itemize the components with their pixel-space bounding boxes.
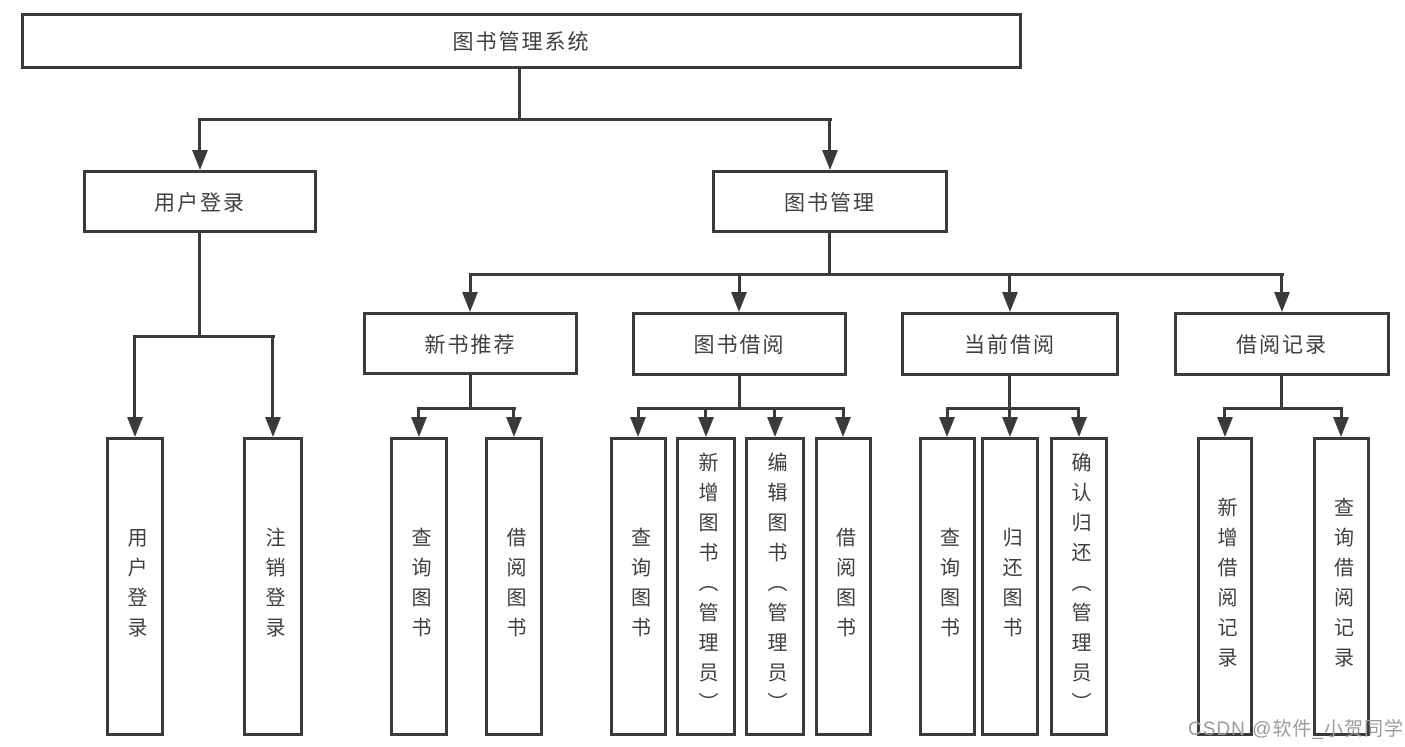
node-new-book-recommendation: 新书推荐 (363, 312, 578, 375)
leaf-user-login: 用户登录 (106, 437, 164, 736)
arrow-br-query-icon (1333, 417, 1349, 437)
arrow-bb-borrow-icon (835, 417, 851, 437)
connector-leaf-logout-drop (271, 338, 274, 417)
connector-current-borrowing-bar (946, 407, 1080, 410)
connector-current-borrowing-stem (1008, 375, 1011, 407)
arrow-nb-query-icon (411, 417, 427, 437)
arrow-leaf-user-login-icon (127, 417, 143, 437)
connector-level1-bar (198, 118, 832, 121)
leaf-br-add-record-label: 新增借阅记录 (1214, 496, 1236, 677)
connector-borrowing-records-stem (1280, 375, 1283, 407)
connector-bb-edit-drop (773, 410, 776, 417)
leaf-bb-query-books-label: 查询图书 (627, 526, 650, 647)
leaf-bb-borrow-books-label: 借阅图书 (832, 526, 855, 647)
connector-nb-borrow-drop (512, 410, 515, 417)
connector-bb-query-drop (637, 410, 640, 417)
arrow-user-login-icon (192, 150, 208, 170)
connector-cb-query-drop (946, 410, 949, 417)
arrow-cb-return-icon (1002, 417, 1018, 437)
arrow-bb-add-icon (698, 417, 714, 437)
leaf-nb-query-books-label: 查询图书 (408, 526, 430, 647)
connector-user-login-stem (198, 233, 201, 335)
arrow-book-management-icon (822, 150, 838, 170)
leaf-logout-label: 注销登录 (262, 526, 284, 647)
connector-new-book-bar (417, 407, 516, 410)
leaf-bb-edit-books-admin: 编辑图书（管理员） (745, 437, 805, 736)
arrow-borrowing-records-icon (1274, 292, 1290, 312)
leaf-nb-borrow-books: 借阅图书 (485, 437, 543, 736)
connector-cb-return-drop (1008, 410, 1011, 417)
connector-level3-bar (469, 273, 1284, 276)
connector-root-stem (518, 69, 521, 118)
connector-new-book-drop (469, 276, 472, 292)
arrow-new-book-icon (462, 292, 478, 312)
connector-book-management-drop (828, 121, 831, 152)
arrow-cb-query-icon (939, 417, 955, 437)
leaf-cb-confirm-return-admin-label: 确认归还（管理员） (1068, 451, 1090, 722)
leaf-cb-query-books-label: 查询图书 (936, 526, 959, 647)
connector-br-add-drop (1223, 410, 1226, 417)
connector-book-management-stem (828, 233, 831, 273)
node-borrowing-records: 借阅记录 (1174, 312, 1390, 376)
leaf-br-add-record: 新增借阅记录 (1197, 437, 1253, 736)
connector-bb-add-drop (704, 410, 707, 417)
leaf-bb-add-books-admin: 新增图书（管理员） (676, 437, 736, 736)
node-book-borrowing: 图书借阅 (632, 312, 847, 376)
leaf-nb-borrow-books-label: 借阅图书 (503, 526, 525, 647)
leaf-cb-query-books: 查询图书 (919, 437, 976, 736)
arrow-bb-edit-icon (767, 417, 783, 437)
leaf-bb-query-books: 查询图书 (610, 437, 667, 736)
leaf-bb-add-books-admin-label: 新增图书（管理员） (695, 451, 717, 722)
leaf-cb-return-books-label: 归还图书 (999, 526, 1021, 647)
connector-nb-query-drop (417, 410, 420, 417)
arrow-bb-query-icon (630, 417, 646, 437)
connector-book-borrowing-drop (738, 276, 741, 292)
arrow-leaf-logout-icon (265, 417, 281, 437)
node-book-management: 图书管理 (712, 170, 948, 233)
leaf-user-login-label: 用户登录 (124, 526, 146, 647)
connector-leaf-user-login-drop (133, 338, 136, 417)
node-user-login: 用户登录 (83, 170, 317, 233)
connector-user-login-bar (133, 335, 275, 338)
leaf-br-query-record-label: 查询借阅记录 (1330, 496, 1353, 677)
connector-borrowing-records-drop (1280, 276, 1283, 292)
arrow-current-borrowing-icon (1002, 292, 1018, 312)
watermark: CSDN @软件_小贺同学 (1188, 719, 1404, 740)
arrow-cb-confirm-icon (1071, 417, 1087, 437)
leaf-cb-confirm-return-admin: 确认归还（管理员） (1050, 437, 1108, 736)
arrow-book-borrowing-icon (731, 292, 747, 312)
connector-user-login-drop (198, 121, 201, 152)
connector-book-borrowing-stem (738, 374, 741, 407)
leaf-br-query-record: 查询借阅记录 (1313, 437, 1370, 736)
connector-br-query-drop (1340, 410, 1343, 417)
connector-book-borrowing-bar (637, 407, 845, 410)
connector-cb-confirm-drop (1077, 410, 1080, 417)
leaf-logout: 注销登录 (243, 437, 303, 736)
node-root: 图书管理系统 (21, 13, 1022, 69)
connector-bb-borrow-drop (842, 410, 845, 417)
connector-borrowing-records-bar (1223, 407, 1343, 410)
connector-new-book-stem (469, 375, 472, 407)
connector-current-borrowing-drop (1008, 276, 1011, 292)
node-current-borrowing: 当前借阅 (901, 312, 1119, 376)
arrow-br-add-icon (1217, 417, 1233, 437)
leaf-bb-borrow-books: 借阅图书 (815, 437, 872, 736)
leaf-bb-edit-books-admin-label: 编辑图书（管理员） (764, 451, 786, 722)
arrow-nb-borrow-icon (506, 417, 522, 437)
leaf-cb-return-books: 归还图书 (981, 437, 1039, 736)
leaf-nb-query-books: 查询图书 (390, 437, 448, 736)
